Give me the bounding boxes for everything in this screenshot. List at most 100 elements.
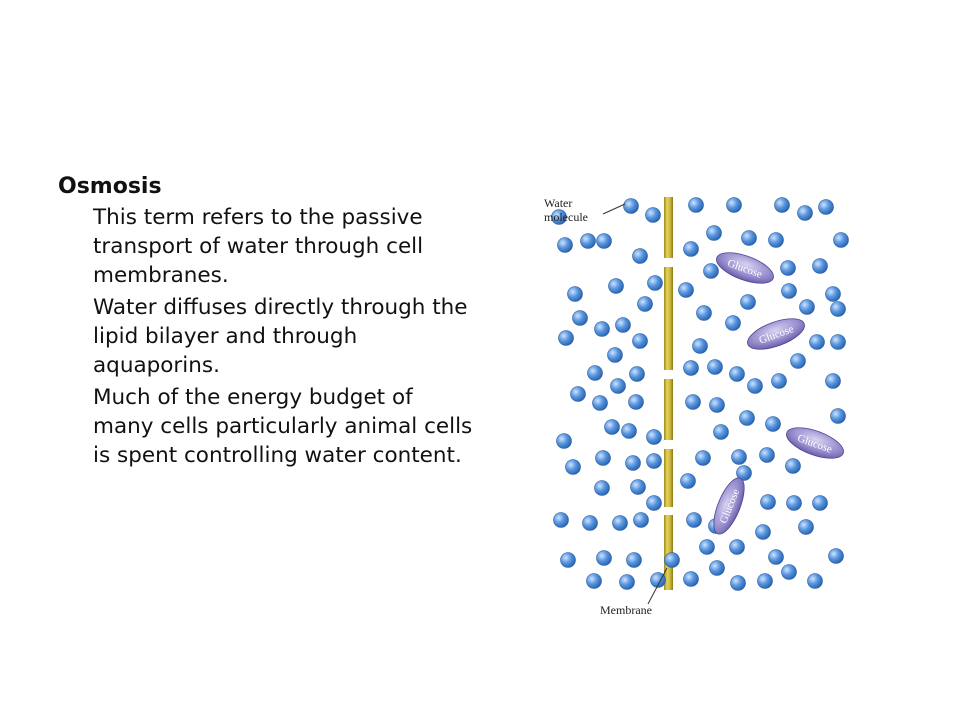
water-molecule	[699, 539, 715, 555]
water-molecule	[686, 512, 702, 528]
water-molecule	[646, 495, 662, 511]
water-molecule	[760, 494, 776, 510]
membrane-segment	[664, 515, 673, 590]
water-molecule	[582, 515, 598, 531]
water-molecule	[630, 479, 646, 495]
water-molecule	[725, 315, 741, 331]
water-molecule	[633, 512, 649, 528]
membrane-segment	[664, 267, 673, 370]
water-molecule	[626, 552, 642, 568]
water-molecule	[557, 237, 573, 253]
water-molecule	[736, 465, 752, 481]
water-molecule	[587, 365, 603, 381]
water-molecule	[780, 260, 796, 276]
water-molecule	[830, 334, 846, 350]
water-molecule	[607, 347, 623, 363]
glucose-molecule: Glucose	[713, 477, 745, 535]
paragraph-3: Much of the energy budget of many cells …	[93, 385, 473, 468]
water-molecule	[680, 473, 696, 489]
water-molecule	[683, 571, 699, 587]
water-molecule	[594, 321, 610, 337]
water-molecule	[747, 378, 763, 394]
water-molecule	[596, 233, 612, 249]
water-molecule	[825, 373, 841, 389]
water-molecule	[646, 453, 662, 469]
water-molecule	[755, 524, 771, 540]
water-molecule	[594, 480, 610, 496]
water-molecule	[830, 408, 846, 424]
glucose-shape	[713, 477, 745, 535]
paragraph-2: Water diffuses directly through the lipi…	[93, 295, 468, 378]
water-molecule	[692, 338, 708, 354]
slide-title: Osmosis	[58, 174, 162, 199]
water-molecule	[604, 419, 620, 435]
water-molecule	[740, 294, 756, 310]
water-molecule	[572, 310, 588, 326]
water-molecule	[608, 278, 624, 294]
water-molecule	[790, 353, 806, 369]
water-molecule	[739, 410, 755, 426]
water-molecule	[683, 360, 699, 376]
water-molecule	[570, 386, 586, 402]
water-molecule	[612, 515, 628, 531]
water-molecule	[785, 458, 801, 474]
membrane-segment	[664, 197, 673, 258]
water-molecule	[595, 450, 611, 466]
glucose-molecule: Glucose	[786, 427, 844, 459]
water-molecule	[645, 207, 661, 223]
water-molecule	[771, 373, 787, 389]
water-molecule	[621, 423, 637, 439]
glucose-molecule: Glucose	[747, 318, 805, 350]
water-molecule	[768, 549, 784, 565]
water-molecule	[713, 424, 729, 440]
glucose-shape	[716, 252, 774, 284]
membrane	[664, 197, 673, 590]
paragraph-1: This term refers to the passive transpor…	[93, 205, 424, 288]
membrane-label-leader	[647, 567, 668, 605]
water-molecule	[807, 573, 823, 589]
water-molecule	[615, 317, 631, 333]
water-molecule	[619, 574, 635, 590]
water-molecule	[586, 573, 602, 589]
water-molecule	[707, 359, 723, 375]
water-molecule	[553, 512, 569, 528]
water-molecule	[567, 286, 583, 302]
water-molecule	[696, 305, 712, 321]
water-molecule	[765, 416, 781, 432]
water-molecule	[650, 572, 666, 588]
water-molecule	[757, 573, 773, 589]
water-molecule	[556, 433, 572, 449]
water-molecule	[818, 199, 834, 215]
water-molecule	[596, 550, 612, 566]
membrane-segment	[664, 449, 673, 507]
water-molecule	[703, 263, 719, 279]
water-molecule	[768, 232, 784, 248]
water-molecule	[781, 283, 797, 299]
water-molecule	[628, 394, 644, 410]
water-molecule	[632, 248, 648, 264]
water-molecule	[683, 241, 699, 257]
water-molecule	[726, 197, 742, 213]
water-molecule	[632, 333, 648, 349]
water-molecule	[729, 539, 745, 555]
water-molecule	[695, 450, 711, 466]
water-molecule	[741, 230, 757, 246]
water-molecule	[629, 366, 645, 382]
water-molecule	[798, 519, 814, 535]
water-molecule	[647, 275, 663, 291]
water-molecule	[580, 233, 596, 249]
water-molecule	[774, 197, 790, 213]
water-molecule	[688, 197, 704, 213]
water-molecule	[565, 459, 581, 475]
water-molecule	[781, 564, 797, 580]
water-molecule	[560, 552, 576, 568]
water-label-leader	[602, 203, 626, 215]
water-molecule	[825, 286, 841, 302]
water-molecule	[729, 366, 745, 382]
water-molecule	[731, 449, 747, 465]
water-molecule	[809, 334, 825, 350]
water-molecule	[685, 394, 701, 410]
